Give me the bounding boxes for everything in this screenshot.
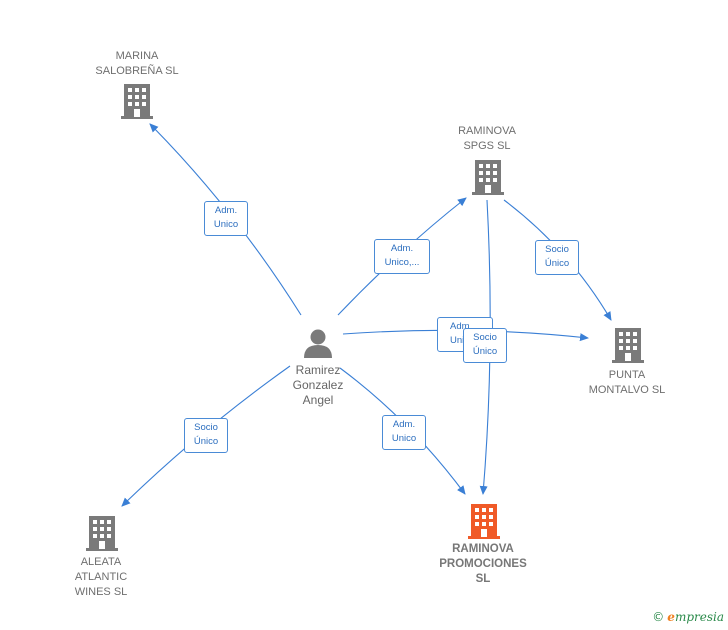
person-icon[interactable]: [304, 329, 332, 359]
edge-label-socio-unico-aleata[interactable]: Socio Único: [184, 418, 228, 453]
building-icon[interactable]: [612, 328, 644, 363]
building-icon[interactable]: [472, 160, 504, 195]
node-label-raminova-spgs[interactable]: RAMINOVA SPGS SL: [458, 125, 516, 152]
node-label-aleata[interactable]: ALEATA ATLANTIC WINES SL: [74, 556, 128, 598]
edge-label-socio-unico[interactable]: Socio Único: [535, 240, 579, 275]
brand-logo-text: mpresia: [674, 610, 724, 624]
copyright-symbol: ©: [652, 610, 665, 624]
building-icon[interactable]: [121, 84, 153, 119]
brand-footer: ©empresia: [652, 610, 724, 624]
node-label-marina[interactable]: MARINA SALOBREÑA SL: [95, 50, 179, 77]
node-label-raminova-promociones[interactable]: RAMINOVA PROMOCIONES SL: [439, 543, 527, 585]
edge-label-adm-unico[interactable]: Adm. Unico: [204, 201, 248, 236]
building-icon[interactable]: [86, 516, 118, 551]
node-label-punta[interactable]: PUNTA MONTALVO SL: [588, 369, 666, 396]
edge-label-socio-unico-front[interactable]: Socio Único: [463, 328, 507, 363]
brand-logo-initial: e: [667, 610, 675, 624]
node-label-person[interactable]: Ramirez Gonzalez Angel: [292, 363, 344, 407]
edge-label-adm-unico-etc[interactable]: Adm. Unico,...: [374, 239, 430, 274]
building-icon-focus[interactable]: [468, 504, 500, 539]
edge-label-adm-unico-promociones[interactable]: Adm. Unico: [382, 415, 426, 450]
